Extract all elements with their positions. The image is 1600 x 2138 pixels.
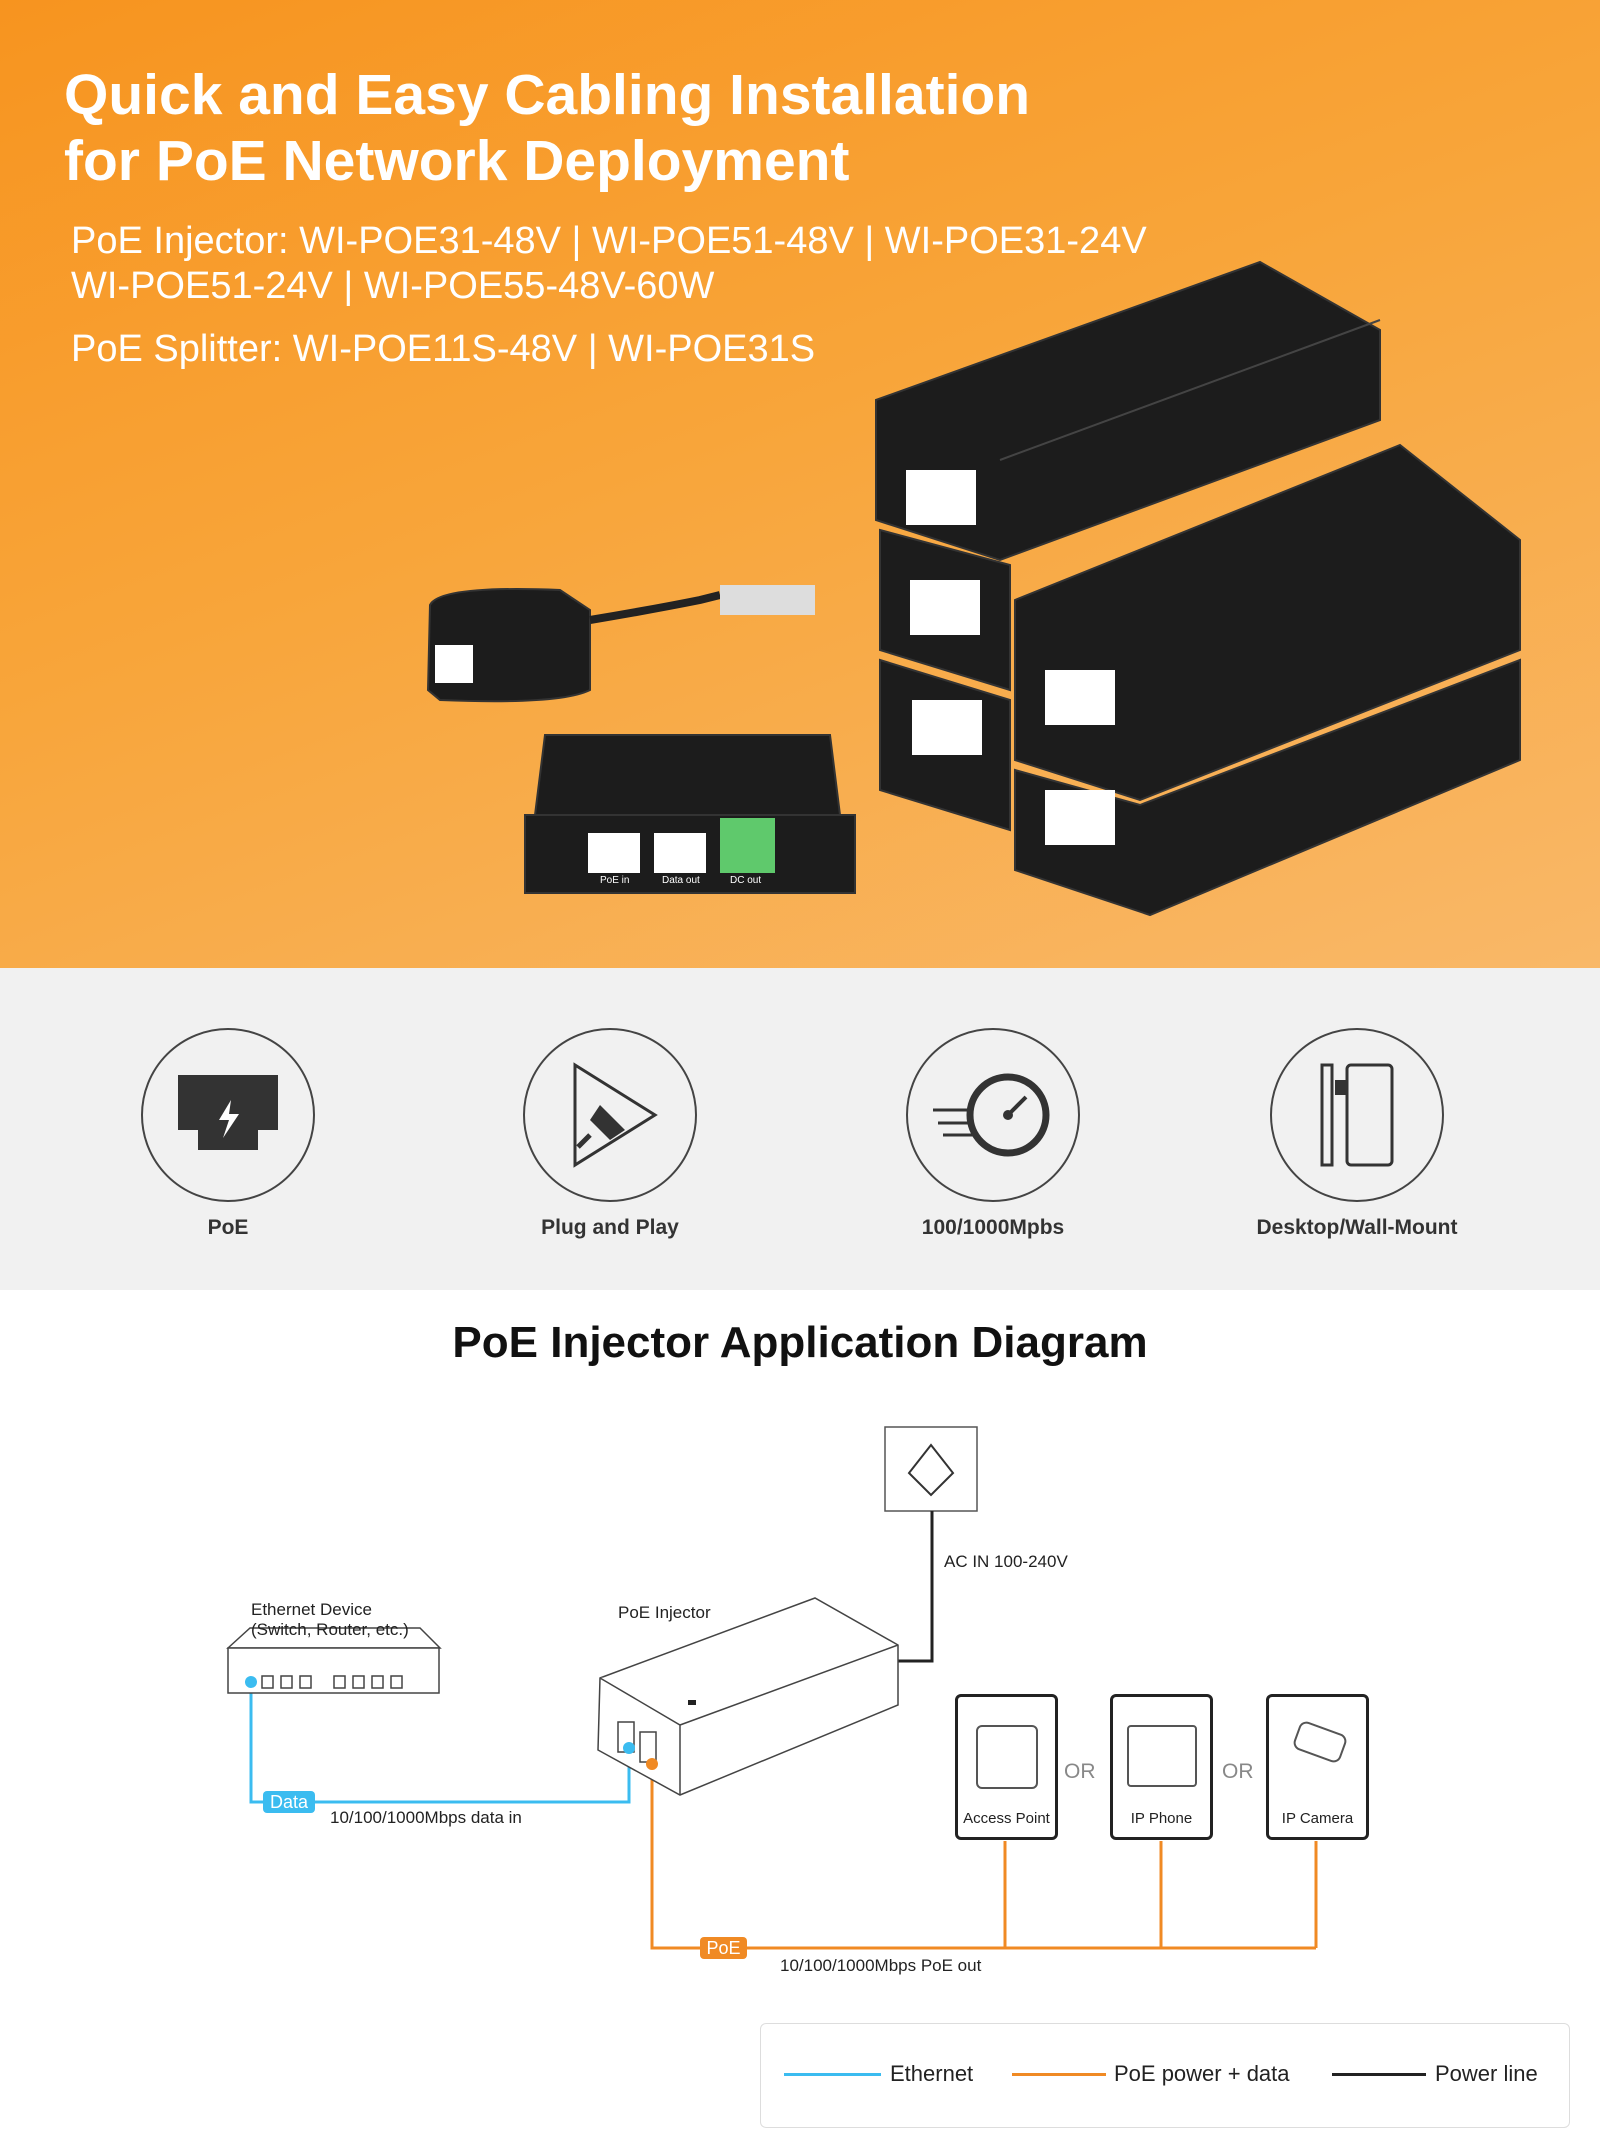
injector-models-line2: WI-POE51-24V | WI-POE55-48V-60W xyxy=(71,265,715,307)
legend-line-power xyxy=(1332,2073,1426,2076)
ac-outlet-icon xyxy=(884,1426,978,1512)
or-label: OR xyxy=(1064,1760,1096,1783)
data-in-label: 10/100/1000Mbps data in xyxy=(330,1808,522,1827)
device-ip-camera: IP Camera xyxy=(1266,1694,1369,1840)
device-ip-phone: IP Phone xyxy=(1110,1694,1213,1840)
poe-out-label: 10/100/1000Mbps PoE out xyxy=(780,1956,982,1975)
device-label: IP Camera xyxy=(1281,1810,1354,1827)
legend-line-ethernet xyxy=(784,2073,881,2076)
ac-in-label: AC IN 100-240V xyxy=(944,1552,1068,1571)
ethernet-device-label: Ethernet Device xyxy=(251,1600,372,1619)
hero-title-line2: for PoE Network Deployment xyxy=(64,129,850,193)
product-images xyxy=(426,260,1521,917)
hero-banner: Quick and Easy Cabling Installation for … xyxy=(0,0,1600,968)
data-badge: Data xyxy=(263,1791,315,1813)
plug-icon xyxy=(523,1028,697,1202)
feature-plug-and-play: Plug and Play xyxy=(460,1028,760,1240)
access-point-icon xyxy=(976,1725,1038,1789)
power-line xyxy=(898,1511,934,1663)
legend-label-poe: PoE power + data xyxy=(1114,2061,1290,2086)
feature-label: PoE xyxy=(207,1216,249,1239)
rj45-power-icon xyxy=(141,1028,315,1202)
feature-speed: 100/1000Mpbs xyxy=(843,1028,1143,1240)
feature-label: 100/1000Mpbs xyxy=(921,1216,1065,1239)
device-label: Access Point xyxy=(963,1810,1050,1827)
splitter-models: PoE Splitter: WI-POE11S-48V | WI-POE31S xyxy=(71,328,816,370)
features-band: PoE Plug and Play 100/1000Mpbs Desktop/W… xyxy=(0,968,1600,1290)
ethernet-device-sublabel: (Switch, Router, etc.) xyxy=(251,1620,409,1639)
ip-camera-icon xyxy=(1291,1719,1349,1765)
legend-label-power: Power line xyxy=(1435,2061,1538,2086)
poe-injector-label: PoE Injector xyxy=(618,1603,711,1622)
poe-badge: PoE xyxy=(700,1937,747,1959)
device-label: IP Phone xyxy=(1130,1810,1193,1827)
switch-icon xyxy=(226,1627,442,1694)
feature-poe: PoE xyxy=(78,1028,378,1240)
diagram-title: PoE Injector Application Diagram xyxy=(452,1318,1148,1367)
feature-label: Desktop/Wall-Mount xyxy=(1256,1216,1458,1239)
wall-mount-icon xyxy=(1270,1028,1444,1202)
hero-title-line1: Quick and Easy Cabling Installation xyxy=(64,63,1031,127)
splitter-port-data-out: Data out xyxy=(662,875,700,886)
legend-label-ethernet: Ethernet xyxy=(890,2061,974,2086)
feature-label: Plug and Play xyxy=(541,1216,679,1239)
ethernet-line xyxy=(249,1682,631,1804)
splitter-port-dc-out: DC out xyxy=(730,875,762,886)
poe-injector-icon xyxy=(597,1597,899,1796)
ip-phone-icon xyxy=(1127,1725,1197,1787)
splitter-port-poe-in: PoE in xyxy=(600,875,630,886)
speedometer-icon xyxy=(906,1028,1080,1202)
device-access-point: Access Point xyxy=(955,1694,1058,1840)
feature-mount: Desktop/Wall-Mount xyxy=(1207,1028,1507,1240)
injector-models-line1: PoE Injector: WI-POE31-48V | WI-POE51-48… xyxy=(71,220,1147,262)
legend-line-poe xyxy=(1012,2073,1106,2076)
poe-line xyxy=(650,1764,1318,1950)
application-diagram xyxy=(226,1426,1318,1950)
legend: Ethernet PoE power + data Power line xyxy=(760,2023,1570,2128)
or-label: OR xyxy=(1222,1760,1254,1783)
